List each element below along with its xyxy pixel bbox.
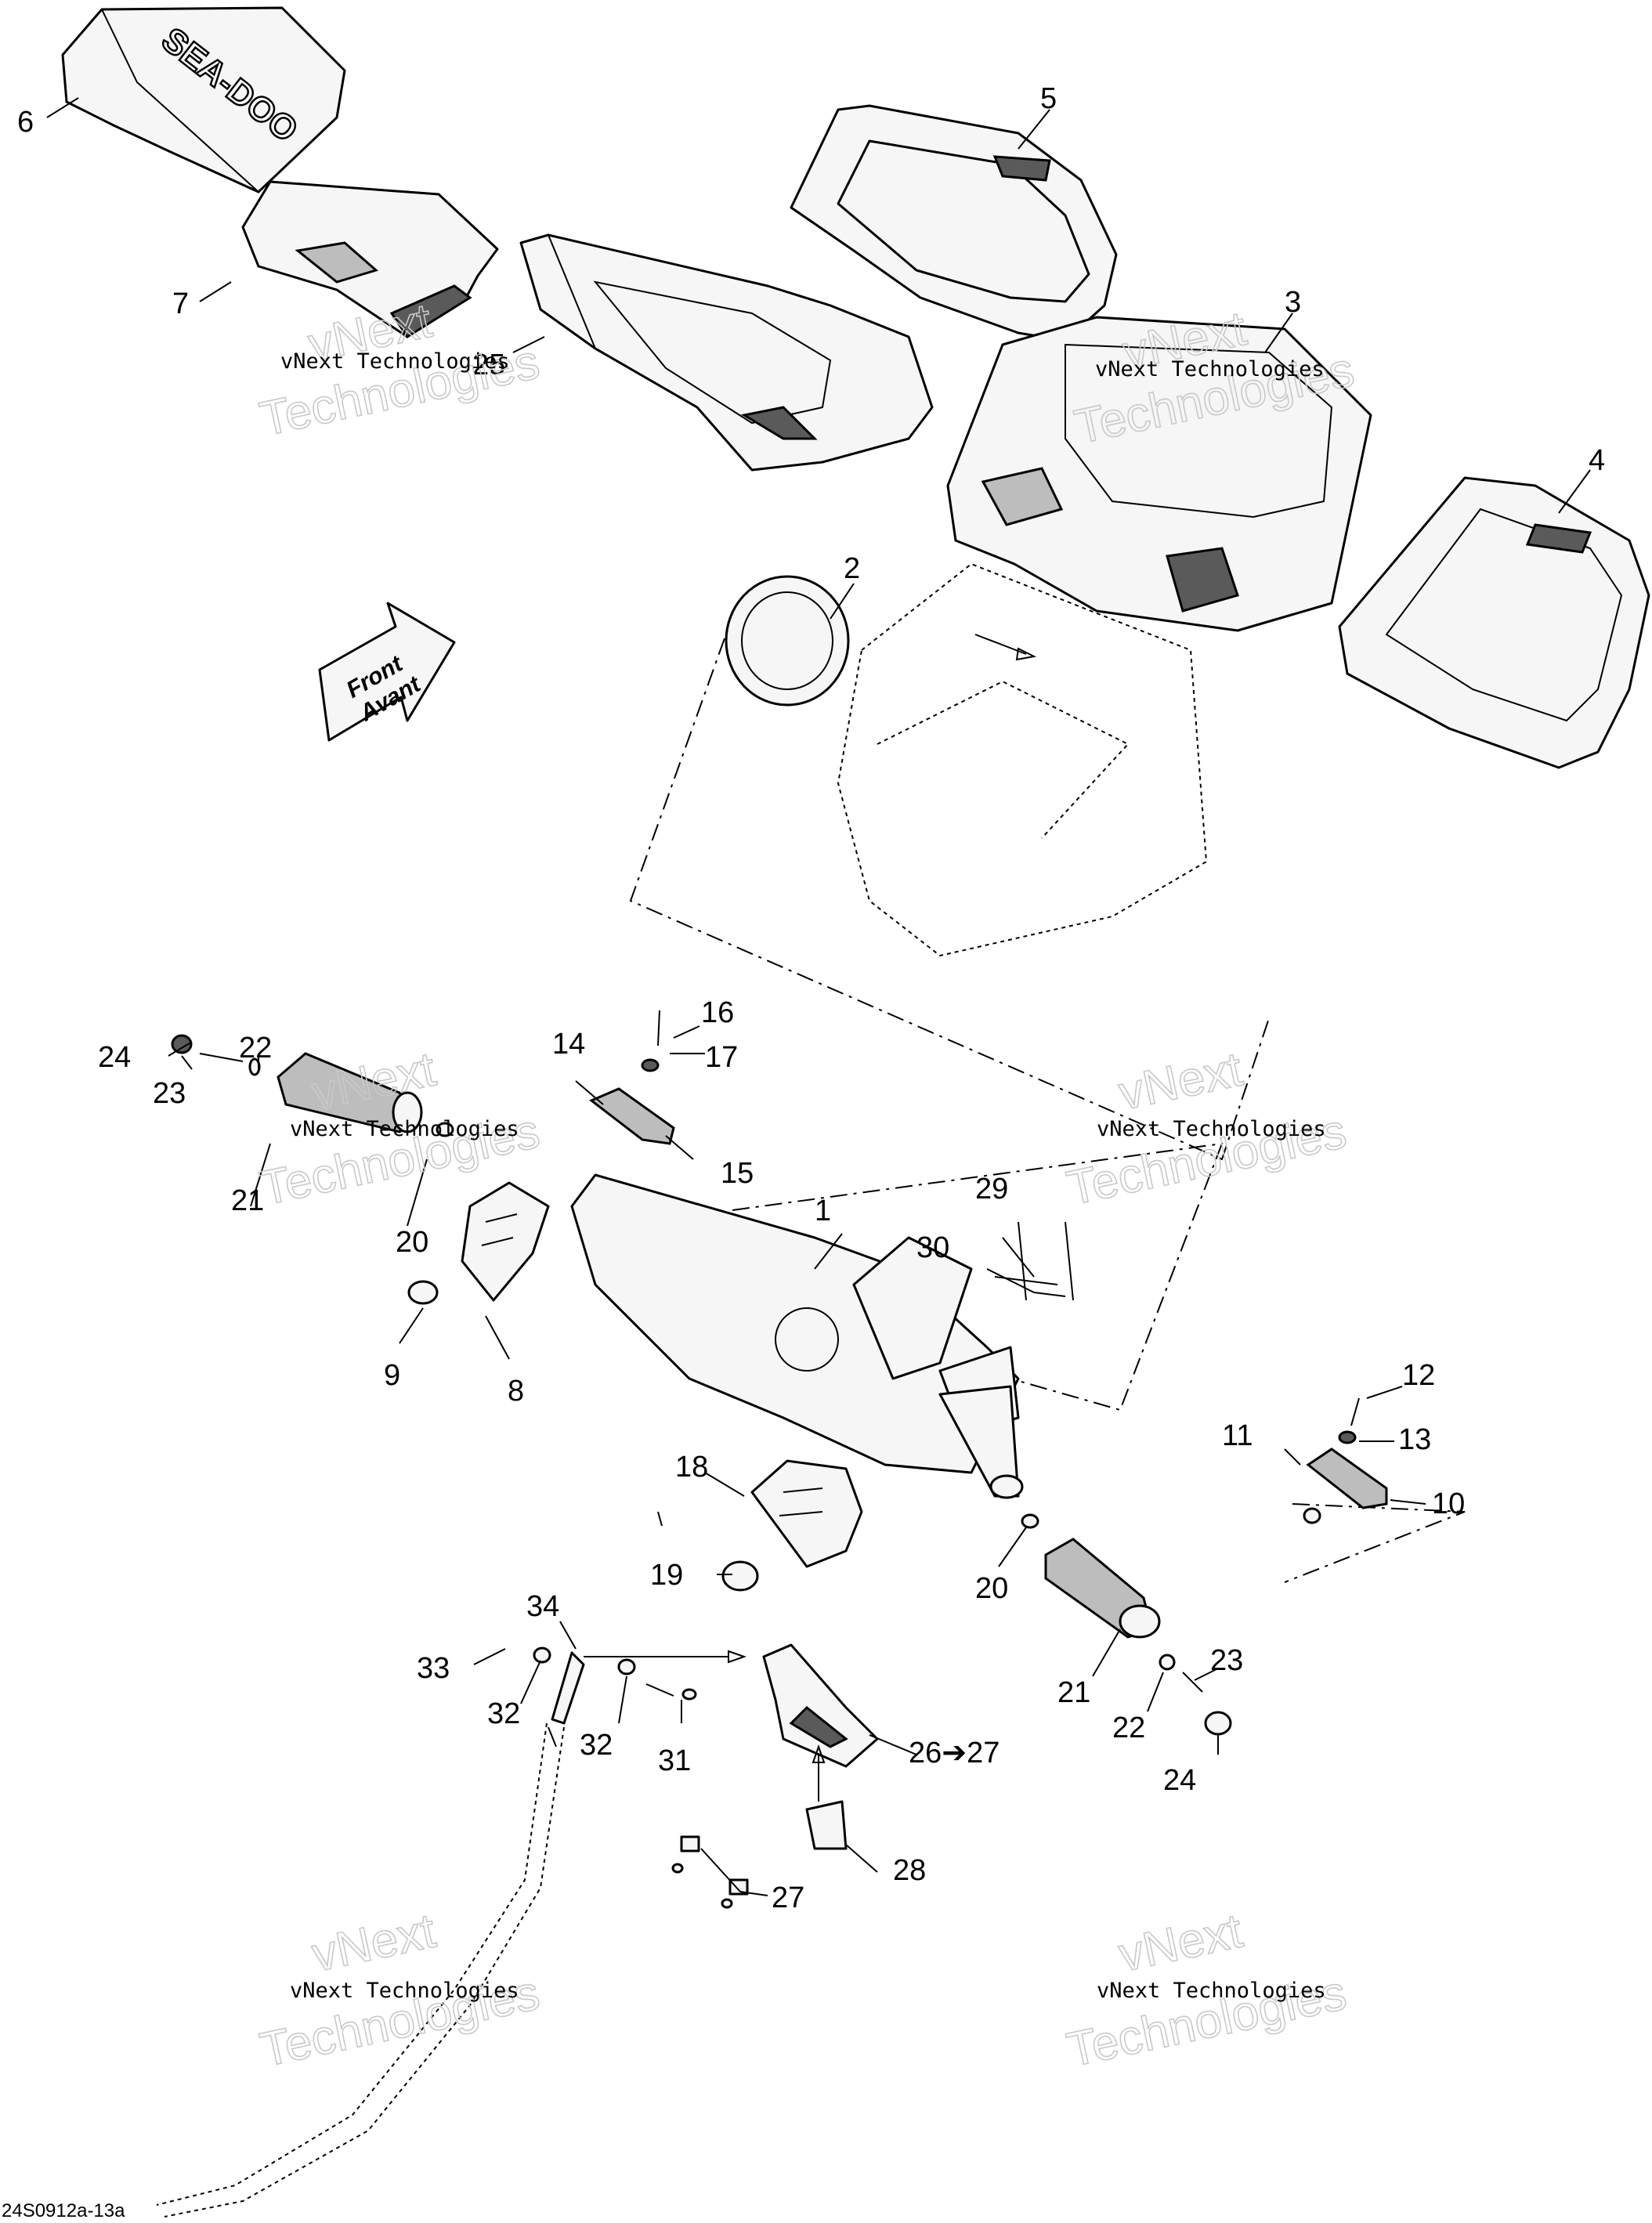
callout-21b: 21 bbox=[1057, 1676, 1090, 1709]
callout-29: 29 bbox=[975, 1173, 1008, 1205]
cover-26 bbox=[762, 1643, 879, 1768]
callout-32a: 32 bbox=[487, 1697, 520, 1730]
callout-24b: 24 bbox=[1163, 1764, 1196, 1797]
callout-6: 6 bbox=[17, 106, 34, 139]
callout-26: 26➔27 bbox=[909, 1737, 1000, 1769]
watermark-small-6: vNext Technologies bbox=[1097, 1979, 1326, 2003]
callout-20a: 20 bbox=[396, 1226, 428, 1259]
callout-27: 27 bbox=[772, 1881, 804, 1914]
callout-14: 14 bbox=[552, 1028, 585, 1061]
right-lever bbox=[1306, 1448, 1388, 1509]
callout-10: 10 bbox=[1432, 1487, 1465, 1520]
callout-24a: 24 bbox=[98, 1041, 131, 1074]
callout-17: 17 bbox=[705, 1041, 738, 1074]
callout-30: 30 bbox=[916, 1231, 949, 1264]
callout-4: 4 bbox=[1589, 444, 1605, 477]
reference-code: 24S0912a-13a bbox=[2, 2200, 125, 2221]
watermark-small-2: vNext Technologies bbox=[1095, 357, 1325, 381]
callout-28: 28 bbox=[893, 1854, 926, 1887]
left-grip bbox=[277, 1052, 423, 1133]
watermark-small-5: vNext Technologies bbox=[290, 1979, 519, 2003]
callout-2: 2 bbox=[844, 552, 860, 585]
callout-1: 1 bbox=[815, 1195, 831, 1227]
watermark-small-3: vNext Technologies bbox=[290, 1117, 519, 1141]
bracket-28 bbox=[805, 1800, 848, 1850]
part-2-ring bbox=[725, 575, 850, 707]
callout-18: 18 bbox=[675, 1451, 708, 1484]
watermark-6: vNext Technologies vNext Technologies bbox=[1061, 1903, 1351, 2078]
part-7-lid bbox=[241, 180, 499, 339]
watermark-small-4: vNext Technologies bbox=[1097, 1117, 1326, 1141]
part-4-display bbox=[1338, 476, 1650, 769]
watermark-big-6a: vNext bbox=[1114, 1903, 1246, 1982]
callout-19: 19 bbox=[650, 1559, 683, 1592]
callout-34: 34 bbox=[526, 1590, 559, 1623]
callout-11: 11 bbox=[1222, 1419, 1253, 1452]
callout-22b: 22 bbox=[1112, 1712, 1145, 1744]
watermark-5: vNext Technologies vNext Technologies bbox=[255, 1903, 544, 2078]
cover-8 bbox=[461, 1181, 550, 1302]
hardware bbox=[171, 1010, 1360, 1736]
cover-18 bbox=[750, 1459, 863, 1568]
watermark-1: vNext Technologies vNext Technologies bbox=[255, 293, 544, 447]
callout-31: 31 bbox=[658, 1744, 691, 1777]
watermark-big-5a: vNext bbox=[307, 1903, 439, 1982]
callout-32b: 32 bbox=[580, 1729, 613, 1762]
callout-20b: 20 bbox=[975, 1572, 1008, 1605]
assembly-outlines bbox=[629, 562, 1466, 1583]
watermark-big-4a: vNext bbox=[1114, 1042, 1246, 1120]
part-5-bezel bbox=[790, 104, 1118, 342]
callout-9: 9 bbox=[384, 1359, 400, 1392]
callout-33: 33 bbox=[417, 1652, 450, 1685]
front-direction-arrow: Front Avant bbox=[318, 602, 456, 742]
right-grip bbox=[1044, 1538, 1161, 1639]
callout-25: 25 bbox=[472, 349, 505, 381]
leader-lines bbox=[46, 97, 1591, 1896]
part-3-housing bbox=[946, 316, 1372, 632]
part-1-handlebar bbox=[570, 1173, 1024, 1499]
callout-23a: 23 bbox=[153, 1077, 186, 1110]
callout-8: 8 bbox=[508, 1375, 524, 1408]
callout-21a: 21 bbox=[231, 1184, 264, 1217]
clips-27 bbox=[671, 1835, 749, 1909]
callout-7: 7 bbox=[172, 287, 189, 320]
callout-12: 12 bbox=[1402, 1359, 1435, 1392]
callout-3: 3 bbox=[1285, 286, 1301, 319]
callout-5: 5 bbox=[1040, 82, 1057, 115]
part-25-console bbox=[519, 233, 934, 472]
callout-23b: 23 bbox=[1210, 1644, 1243, 1677]
callout-13: 13 bbox=[1398, 1423, 1431, 1456]
left-lever bbox=[589, 1087, 675, 1145]
watermark-4: vNext Technologies vNext Technologies bbox=[1061, 1042, 1351, 1216]
callout-22a: 22 bbox=[239, 1032, 272, 1065]
callout-15: 15 bbox=[721, 1157, 754, 1190]
callouts: 6 7 25 5 3 4 2 1 22 24 23 21 20 9 8 14 1… bbox=[17, 82, 1605, 1914]
part-6-cover: SEA-DOO bbox=[61, 6, 346, 193]
watermark-small-1: vNext Technologies bbox=[280, 349, 510, 374]
callout-16: 16 bbox=[701, 996, 734, 1029]
throttle-cable bbox=[156, 1651, 585, 2218]
